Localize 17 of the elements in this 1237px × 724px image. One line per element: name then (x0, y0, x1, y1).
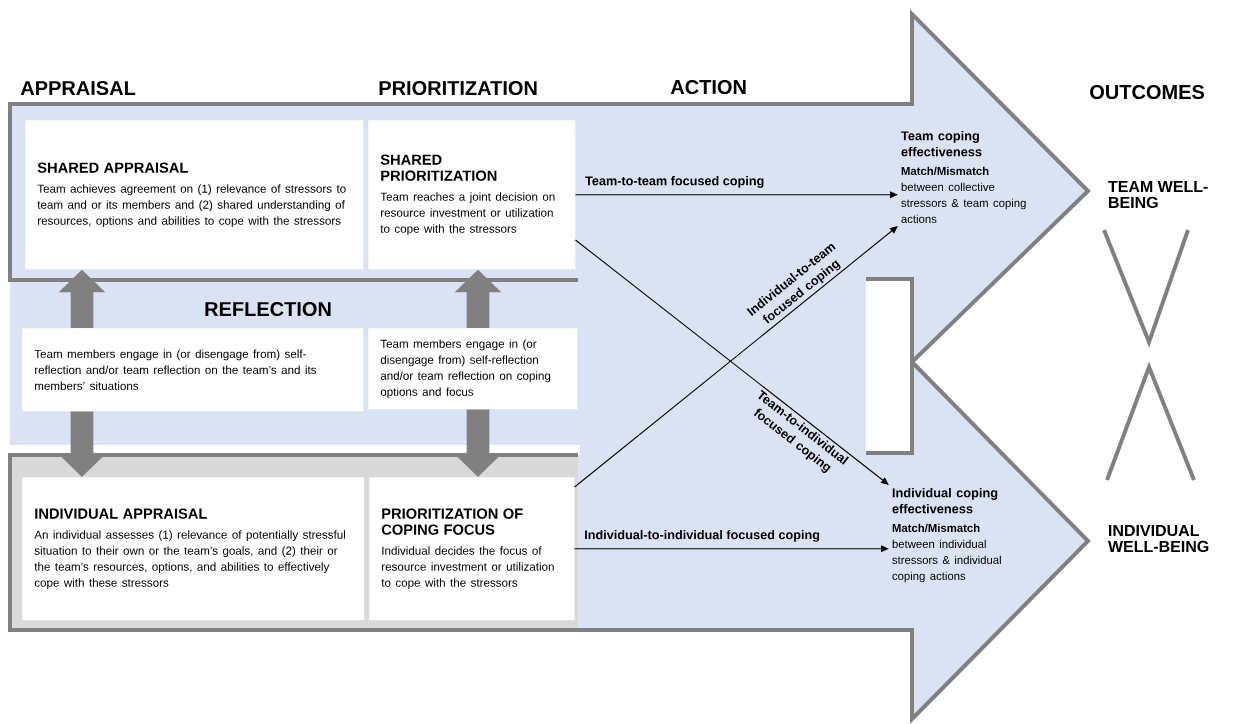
edge-label: Individual-to-individual focused coping (585, 529, 820, 542)
section-heading: PRIORITIZATION (379, 80, 537, 96)
outcome-text: INDIVIDUAL WELL-BEING (1107, 524, 1209, 553)
text-box: Team members engage in (or disengage from) self-reflection and/or team reflection on the team’s and its members’ situations (22, 328, 364, 412)
text-box: SHARED PRIORITIZATION Team reaches a joint decision on resource investment or utilization to cope with the stressors (368, 120, 576, 270)
section-heading: OUTCOMES (1090, 84, 1205, 100)
effectiveness-text: Individual coping effectiveness Match/Mismatch between individual stressors & individual coping actions (892, 487, 1001, 583)
text-box: SHARED APPRAISAL Team achieves agreement on (1) relevance of stressors to team and or its members and (2) shared understanding of resources, options and abilities to cope with the stressors (25, 120, 364, 270)
outcome-text: TEAM WELL-BEING (1108, 180, 1208, 209)
edge-label: Team-to-team focused coping (585, 176, 764, 188)
section-heading: ACTION (670, 79, 746, 95)
text-box: PRIORITIZATION OF COPING FOCUS Individual decides the focus of resource investment or utilization to cope with the stressors (369, 477, 575, 621)
text-box: Team members engage in (or disengage from) self-reflection and/or team reflection on coping options and focus (368, 328, 578, 410)
section-heading: APPRAISAL (20, 80, 136, 96)
text-box: INDIVIDUAL APPRAISAL An individual assesses (1) relevance of potentially stressful situation to their own or the team’s goals, and (2) their or the team’s resources, options, and abilities to effectively cope with these stressors (22, 477, 365, 621)
effectiveness-text: Team coping effectiveness Match/Mismatch between collective stressors & team coping actions (901, 130, 1026, 223)
section-heading: REFLECTION (205, 301, 331, 317)
